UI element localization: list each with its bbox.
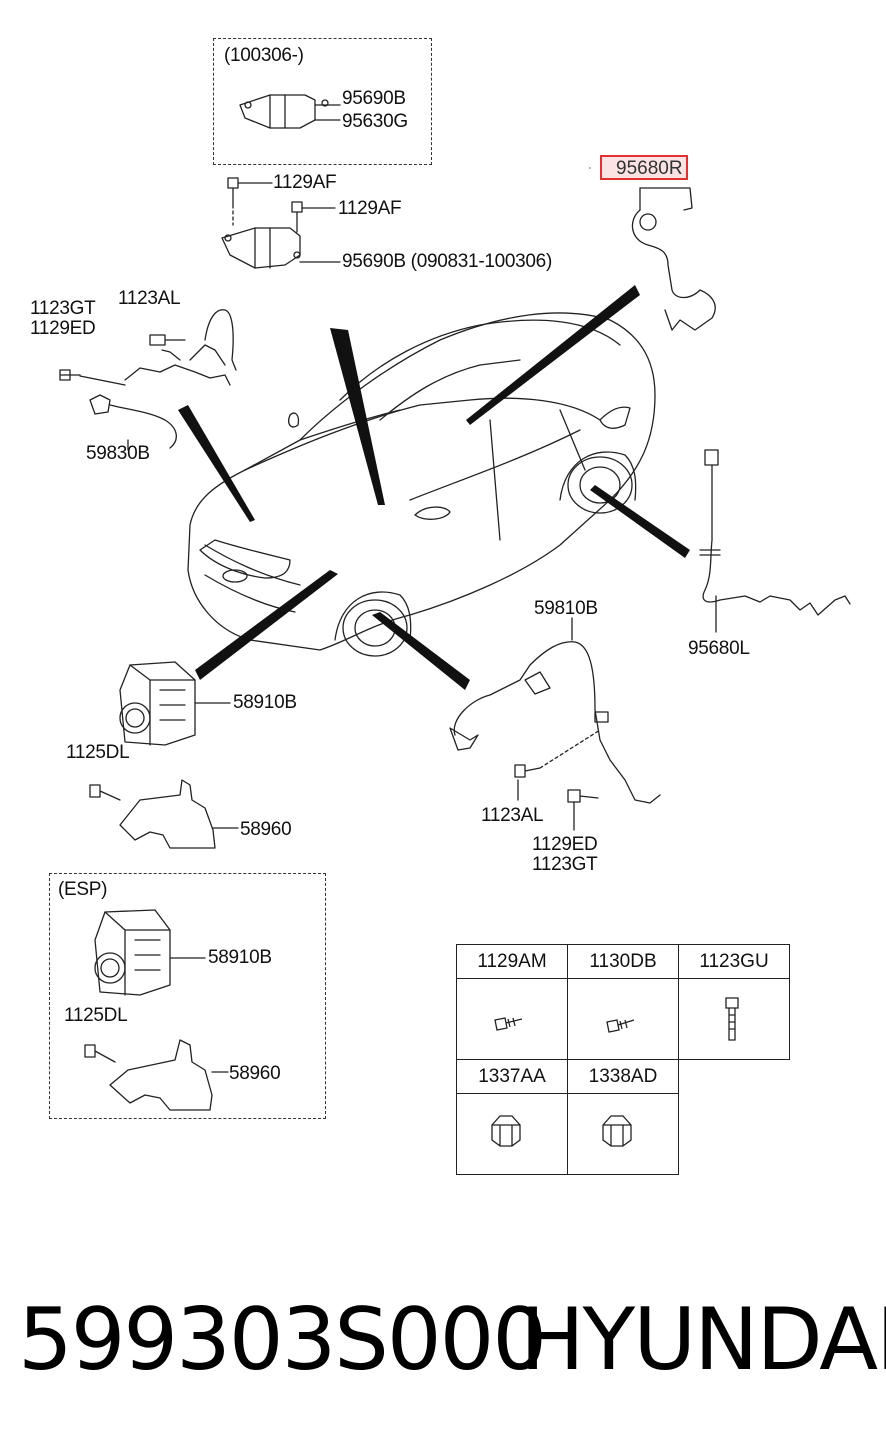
part-label-95680r: 95680R [616, 158, 683, 179]
part-label-95630g[interactable]: 95630G [342, 111, 408, 132]
fastener-cell [456, 978, 568, 1060]
car-body [187, 312, 656, 651]
part-label-95680l[interactable]: 95680L [688, 638, 750, 659]
part-label-1125dl[interactable]: 1125DL [66, 742, 130, 763]
highlighted-part-95680r[interactable]: 95680R [600, 155, 688, 180]
part-label-1129ed-bottom[interactable]: 1129ED [532, 834, 598, 855]
fastener-cell [678, 978, 790, 1060]
footer-part-number: 599303S000 [18, 1290, 547, 1390]
fastener-table: 1129AM 1130DB 1123GU 1337AA 1338AD [456, 944, 790, 1175]
part-label-58960[interactable]: 58960 [240, 819, 292, 840]
fastener-code-1129am[interactable]: 1129AM [456, 944, 568, 979]
fastener-code-1130db[interactable]: 1130DB [567, 944, 679, 979]
pointer-wedge [330, 328, 385, 505]
part-label-59830b[interactable]: 59830B [86, 443, 150, 464]
part-label-1129ed-left[interactable]: 1129ED [30, 318, 96, 339]
esp-variant-box [49, 873, 326, 1119]
pointer-wedge [466, 285, 640, 425]
pointer-wedge [178, 405, 255, 522]
part-label-1125dl-esp[interactable]: 1125DL [64, 1005, 128, 1026]
part-label-1123gt-bottom[interactable]: 1123GT [532, 854, 598, 875]
pointer-wedge [372, 612, 470, 690]
pointer-wedge [195, 570, 338, 680]
fastener-cell [456, 1093, 568, 1175]
fastener-code-1338ad[interactable]: 1338AD [567, 1059, 679, 1094]
empty-cell [679, 1060, 790, 1094]
part-label-59810b[interactable]: 59810B [534, 598, 598, 619]
fastener-code-1123gu[interactable]: 1123GU [678, 944, 790, 979]
footer-brand: HYUNDAI [520, 1290, 886, 1390]
fastener-code-1337aa[interactable]: 1337AA [456, 1059, 568, 1094]
part-label-1129af-b[interactable]: 1129AF [338, 198, 402, 219]
part-label-95690b-top[interactable]: 95690B [342, 88, 406, 109]
empty-cell [679, 1094, 790, 1175]
part-label-58910b[interactable]: 58910B [233, 692, 297, 713]
part-label-95690b-range[interactable]: 95690B (090831-100306) [342, 251, 552, 272]
part-label-58910b-esp[interactable]: 58910B [208, 947, 272, 968]
fastener-cell [567, 1093, 679, 1175]
part-label-1129af-a[interactable]: 1129AF [273, 172, 337, 193]
top-variant-box [213, 38, 432, 165]
fastener-cell [567, 978, 679, 1060]
part-label-1123gt-left[interactable]: 1123GT [30, 298, 96, 319]
esp-variant-note: (ESP) [58, 879, 108, 900]
pointer-wedge [590, 485, 690, 558]
top-variant-note: (100306-) [224, 45, 304, 66]
part-label-1123al-bottom[interactable]: 1123AL [481, 805, 544, 826]
part-label-1123al-left[interactable]: 1123AL [118, 288, 181, 309]
part-label-58960-esp[interactable]: 58960 [229, 1063, 281, 1084]
